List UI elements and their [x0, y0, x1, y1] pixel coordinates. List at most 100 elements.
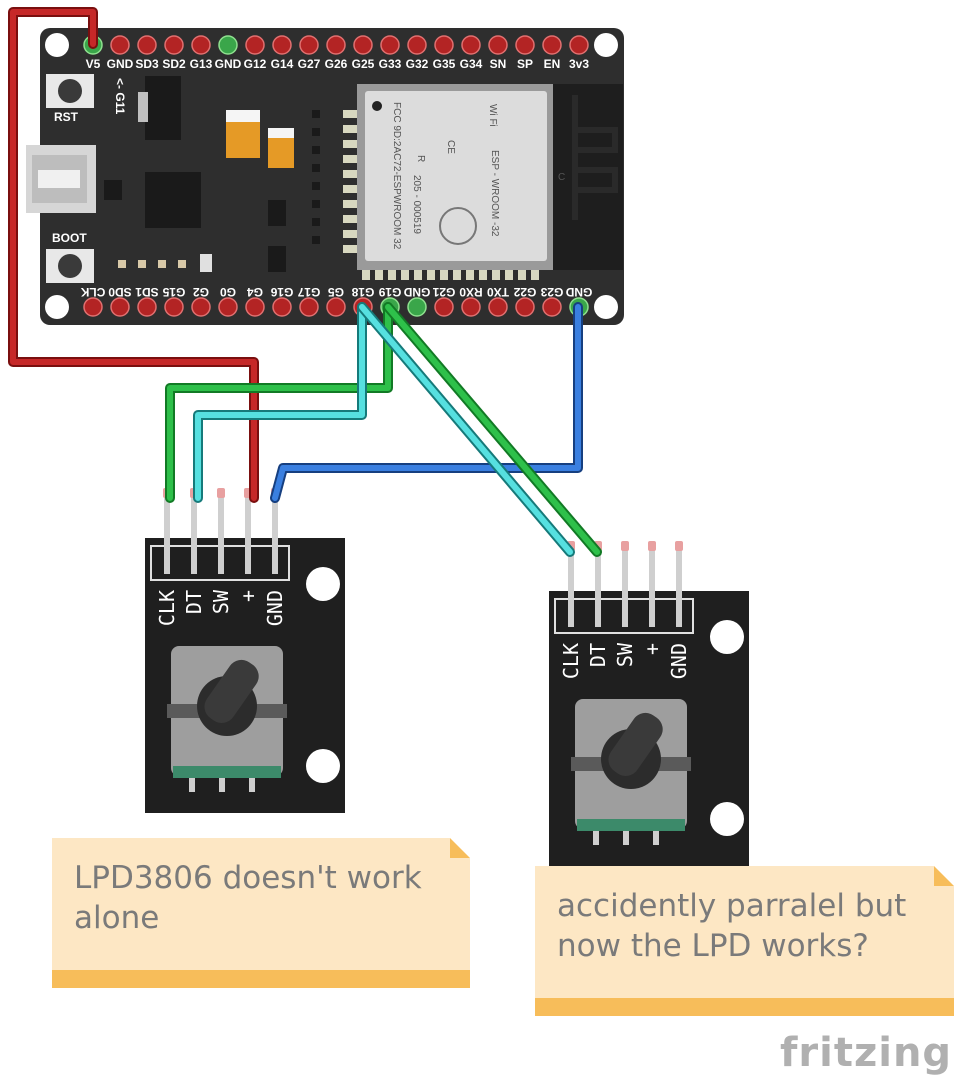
bottom-pin-label: G5 — [328, 285, 344, 299]
top-pin-row — [83, 35, 589, 55]
board-pin-bottom-TX0[interactable] — [488, 297, 508, 317]
board-pin-top-SD2[interactable] — [164, 35, 184, 55]
bottom-pin-label: G0 — [220, 285, 236, 299]
encoder-2-label-+: + — [640, 643, 664, 655]
board-pin-bottom-G16[interactable] — [272, 297, 292, 317]
bottom-pin-label: G17 — [297, 285, 320, 299]
board-pin-bottom-G15[interactable] — [164, 297, 184, 317]
board-pin-bottom-G17[interactable] — [299, 297, 319, 317]
top-pin-label: G26 — [325, 57, 348, 71]
board-pin-bottom-RX0[interactable] — [461, 297, 481, 317]
board-pin-bottom-G21[interactable] — [434, 297, 454, 317]
encoder-1-pin-DT[interactable] — [191, 494, 197, 546]
board-pin-bottom-SD1[interactable] — [137, 297, 157, 317]
board-pin-top-G25[interactable] — [353, 35, 373, 55]
board-pin-top-G35[interactable] — [434, 35, 454, 55]
module-name: ESP - WROOM -32 — [489, 150, 500, 237]
bottom-pin-label: GND — [403, 285, 430, 299]
note-1: LPD3806 doesn't work alone — [52, 838, 470, 988]
wifi-logo: Wi Fi — [487, 104, 498, 127]
bottom-pin-label: CLK — [80, 285, 105, 299]
board-pin-bottom-GND[interactable] — [407, 297, 427, 317]
board-pin-top-SN[interactable] — [488, 35, 508, 55]
board-pin-top-3v3[interactable] — [569, 35, 589, 55]
bottom-pin-label: G22 — [513, 285, 536, 299]
board-pin-top-GND[interactable] — [218, 35, 238, 55]
encoder-2-label-CLK: CLK — [559, 643, 583, 679]
encoder-1-label-CLK: CLK — [155, 590, 179, 626]
encoder-2-pin-+[interactable] — [649, 547, 655, 599]
usb-chip — [145, 172, 201, 228]
board-pin-bottom-CLK[interactable] — [83, 297, 103, 317]
encoder-2-pin-CLK[interactable] — [568, 547, 574, 599]
top-pin-label: 3v3 — [569, 57, 589, 71]
esp-wroom-module: FCC 9D:2AC72-ESPWROOM 32 205 - 000519 ES… — [343, 84, 553, 280]
board-pin-bottom-G22[interactable] — [515, 297, 535, 317]
board-pin-top-SD3[interactable] — [137, 35, 157, 55]
espressif-logo-icon — [439, 207, 477, 245]
top-pin-label: GND — [215, 57, 242, 71]
encoder-1-label-DT: DT — [182, 590, 206, 614]
board-pin-top-G33[interactable] — [380, 35, 400, 55]
top-pin-label: G14 — [271, 57, 294, 71]
bottom-pin-label: G19 — [378, 285, 401, 299]
encoder-2-pin-GND[interactable] — [676, 547, 682, 599]
board-pin-bottom-G5[interactable] — [326, 297, 346, 317]
boot-button[interactable] — [46, 249, 94, 283]
board-pin-top-G27[interactable] — [299, 35, 319, 55]
top-pin-label: G13 — [190, 57, 213, 71]
bottom-pin-label: G21 — [432, 285, 455, 299]
top-pin-label: GND — [107, 57, 134, 71]
top-pin-label: EN — [544, 57, 561, 71]
r-mark: R — [415, 155, 426, 162]
top-pin-label: SP — [517, 57, 533, 71]
board-pin-top-G26[interactable] — [326, 35, 346, 55]
bottom-pin-label: GND — [565, 285, 592, 299]
board-pin-bottom-G23[interactable] — [542, 297, 562, 317]
top-pin-label: G12 — [244, 57, 267, 71]
top-pin-label: SD3 — [135, 57, 159, 71]
board-pin-top-G12[interactable] — [245, 35, 265, 55]
top-pin-label: SN — [490, 57, 507, 71]
board-pin-top-EN[interactable] — [542, 35, 562, 55]
board-pin-top-GND[interactable] — [110, 35, 130, 55]
encoder-1-pin-CLK[interactable] — [164, 494, 170, 546]
board-pin-bottom-G4[interactable] — [245, 297, 265, 317]
bottom-pin-label: G16 — [270, 285, 293, 299]
board-pin-top-G34[interactable] — [461, 35, 481, 55]
antenna-area — [553, 84, 623, 270]
board-pin-top-SP[interactable] — [515, 35, 535, 55]
board-pin-top-G14[interactable] — [272, 35, 292, 55]
top-pin-label: G33 — [379, 57, 402, 71]
boot-label: BOOT — [52, 231, 87, 245]
encoder-1-pin-GND[interactable] — [272, 494, 278, 546]
encoder-2-pin-DT[interactable] — [595, 547, 601, 599]
board-pin-top-G32[interactable] — [407, 35, 427, 55]
top-pin-label: G35 — [433, 57, 456, 71]
voltage-regulator — [145, 76, 181, 140]
antenna-c-label: C — [558, 172, 565, 183]
encoder-1-pin-+[interactable] — [245, 494, 251, 546]
g11-label: <- G11 — [113, 78, 127, 115]
encoder-1-label-GND: GND — [263, 590, 287, 626]
board-pin-bottom-G0[interactable] — [218, 297, 238, 317]
bottom-pin-label: G2 — [193, 285, 209, 299]
board-pin-bottom-G2[interactable] — [191, 297, 211, 317]
top-pin-label: G25 — [352, 57, 375, 71]
board-pin-top-G13[interactable] — [191, 35, 211, 55]
rst-label: RST — [54, 110, 79, 124]
note-2-text: accidently parralel but now the LPD work… — [557, 888, 907, 964]
bottom-pin-label: G15 — [162, 285, 185, 299]
encoder-2-pin-SW[interactable] — [622, 547, 628, 599]
top-pin-label: G34 — [460, 57, 483, 71]
note-1-text: LPD3806 doesn't work alone — [74, 860, 422, 936]
top-pin-label: G27 — [298, 57, 321, 71]
encoder-1-pin-SW[interactable] — [218, 494, 224, 546]
board-pin-bottom-SD0[interactable] — [110, 297, 130, 317]
rst-button[interactable] — [46, 74, 94, 108]
